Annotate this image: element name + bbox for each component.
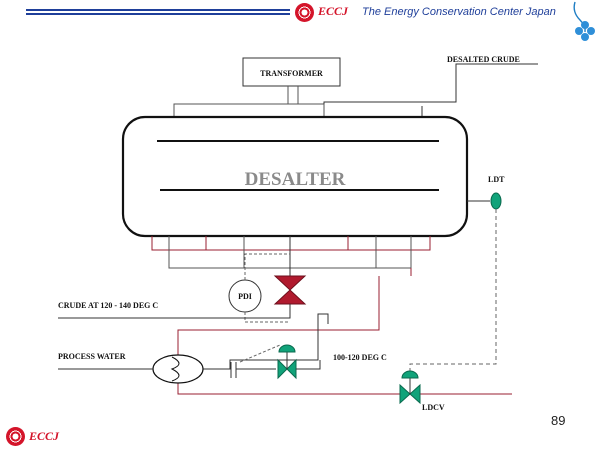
transformer-box [242,57,341,87]
crude-inlet-label: CRUDE AT 120 - 140 DEG C [58,301,158,310]
bottom-header-pipes [151,236,431,276]
pdi-label: PDI [238,292,252,301]
ldt-signal-line [409,209,497,381]
water-injection-line [177,268,512,395]
desalter-vessel [121,115,469,238]
level-transmitter-icon [490,192,502,210]
exchanger-coil [170,356,180,382]
heat-exchanger-icon [152,354,204,384]
footer-eccj-logo-icon [6,427,25,446]
vessel-label: DESALTER [245,169,346,190]
mix-valve-icon [273,275,307,305]
transformer-label: TRANSFORMER [260,69,323,78]
exchanger-return-line [202,313,329,370]
water-control-valve-icon [230,344,321,380]
organization-name: The Energy Conservation Center Japan [362,6,556,18]
desalted-crude-label: DESALTED CRUDE [447,55,520,64]
process-water-label: PROCESS WATER [58,352,126,361]
desalted-crude-line [323,63,538,104]
ldt-label: LDT [488,175,505,184]
ldcv-label: LDCV [422,403,445,412]
footer-logo-text: ECCJ [29,429,60,443]
water-valve-signal [239,344,281,363]
page-number: 89 [551,413,566,428]
pdi-tap-lower [244,312,290,323]
crude-inlet-line [58,304,291,319]
water-temp-label: 100-120 DEG C [333,353,387,362]
eccj-logo-icon [295,3,314,22]
pdi-tap-upper [244,253,290,280]
ldcv-valve-icon [399,370,421,405]
header-rule-bottom [26,13,290,15]
header-logo-text: ECCJ [318,4,349,18]
clover-logo-icon [573,1,595,41]
header-rule-top [26,9,290,11]
